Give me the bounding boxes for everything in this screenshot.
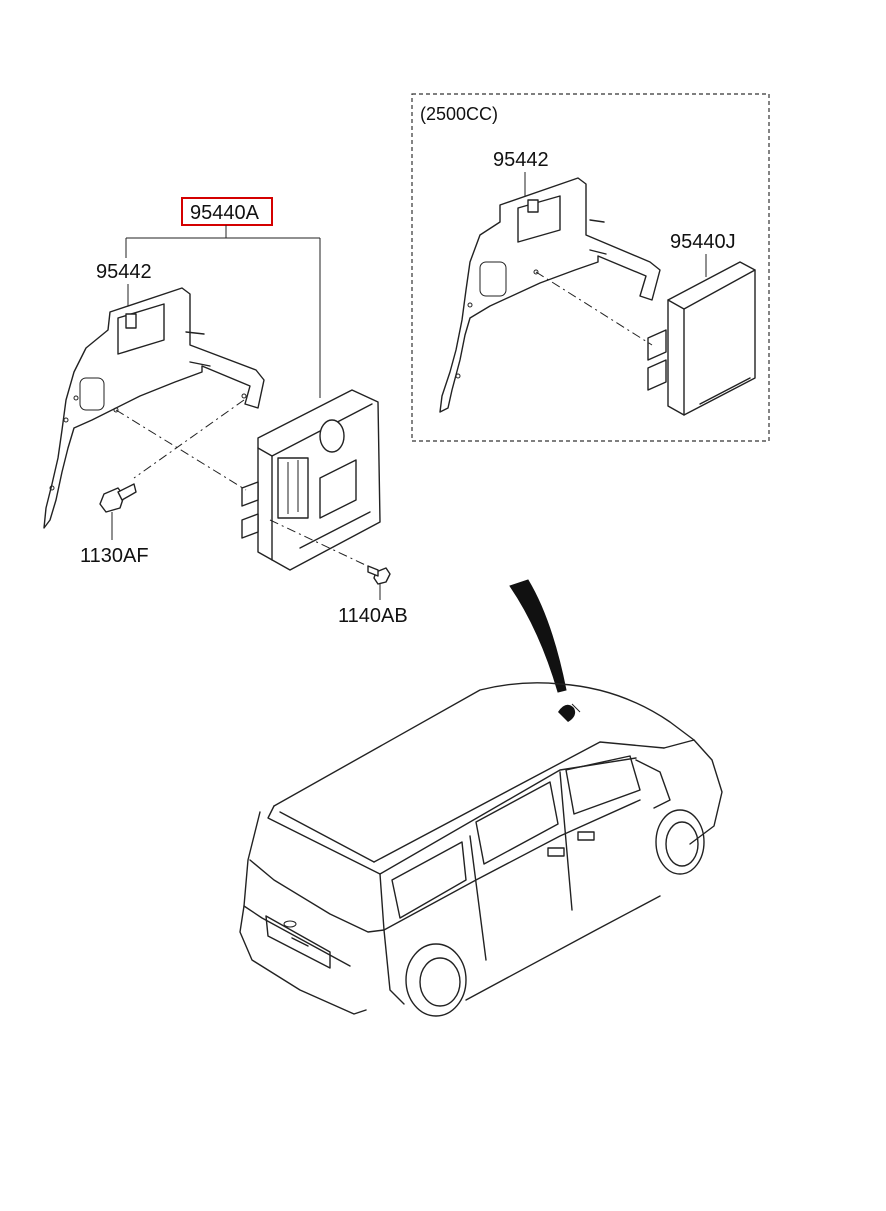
highlight-box [181,197,273,226]
part-label-95442[interactable]: 95442 [96,261,152,283]
main-assembly-group: 95440A 95442 [43,197,408,627]
ecu-module-icon [241,389,381,571]
part-label-95440j[interactable]: 95440J [670,231,736,253]
mounting-bracket-icon [43,287,265,529]
variant-box-2500cc: (2500CC) 95442 95440J [411,93,770,442]
bolt-icon [367,565,391,585]
part-label-1130af[interactable]: 1130AF [80,545,149,567]
van-vehicle-icon [239,682,723,1017]
location-pointer-icon [509,579,567,693]
part-label-1140ab[interactable]: 1140AB [338,605,408,627]
mounting-bracket-icon [439,177,661,413]
bolt-icon [99,483,137,513]
variant-note-label: (2500CC) [420,104,498,124]
part-label-95442-variant[interactable]: 95442 [493,149,549,171]
ecu-module-icon [647,261,756,416]
part-label-95440a[interactable]: 95440A [190,202,260,224]
